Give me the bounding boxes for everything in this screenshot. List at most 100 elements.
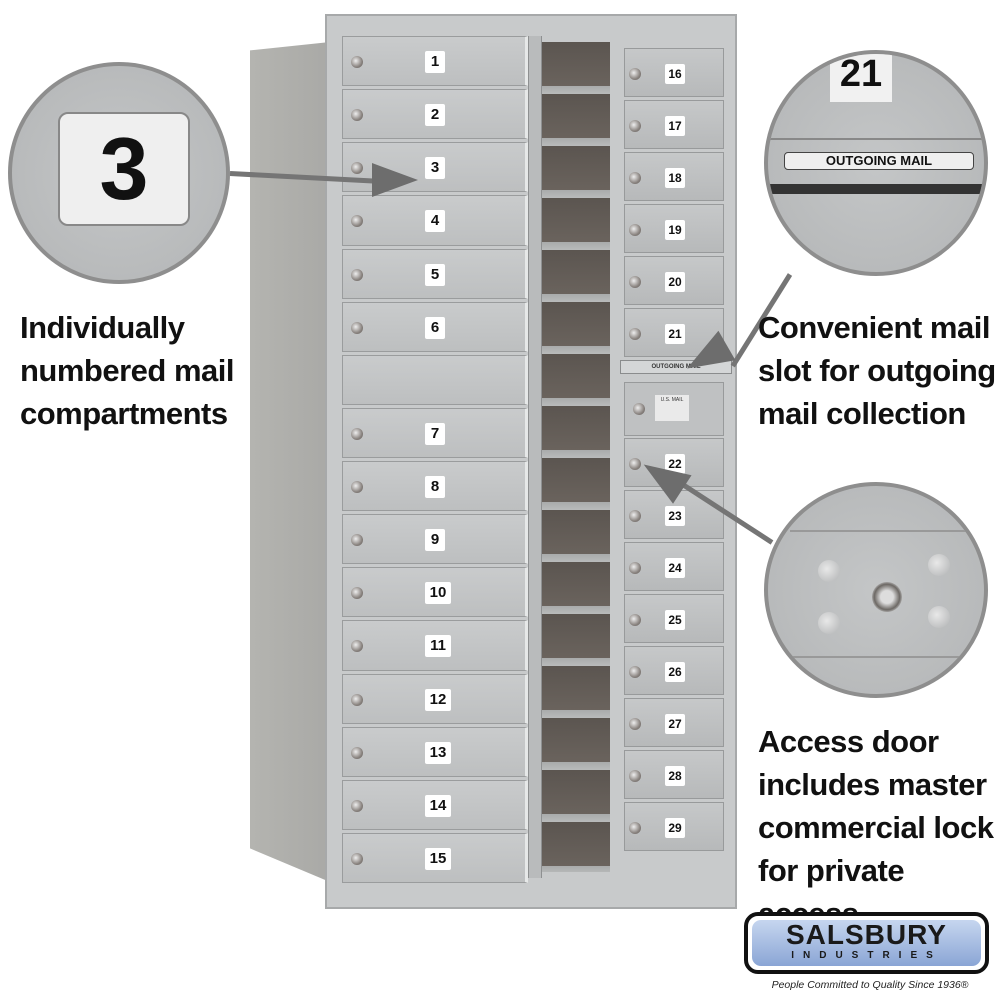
compartment-number: 3 bbox=[425, 157, 445, 180]
lock-icon[interactable] bbox=[351, 587, 363, 600]
callout-circle-numbered: 3 bbox=[8, 62, 230, 284]
caption-line: numbered mail bbox=[20, 353, 235, 388]
compartment-number: 15 bbox=[425, 847, 451, 870]
mail-compartment-door[interactable]: 8 bbox=[342, 461, 528, 512]
compartment-number: 14 bbox=[425, 794, 451, 817]
lock-icon[interactable] bbox=[629, 561, 641, 574]
lock-icon[interactable] bbox=[351, 852, 363, 865]
salsbury-logo: SALSBURY INDUSTRIES bbox=[744, 912, 989, 974]
rivet-icon bbox=[928, 606, 950, 628]
mail-compartment-door[interactable]: 27 bbox=[624, 698, 724, 747]
mail-compartment-door[interactable]: 17 bbox=[624, 100, 724, 149]
zoom-number-label: 21 bbox=[830, 54, 892, 102]
outgoing-mail-slot[interactable]: OUTGOING MAIL bbox=[620, 360, 732, 374]
lock-icon[interactable] bbox=[629, 119, 641, 132]
lock-icon[interactable] bbox=[351, 268, 363, 281]
mail-compartment-door[interactable]: 21 bbox=[624, 308, 724, 357]
brand-subname: INDUSTRIES bbox=[791, 950, 942, 961]
lock-icon[interactable] bbox=[629, 613, 641, 626]
caption-line: Convenient mail bbox=[758, 310, 990, 345]
mail-compartment-door[interactable]: 29 bbox=[624, 802, 724, 851]
mail-compartment-door[interactable]: 20 bbox=[624, 256, 724, 305]
lock-icon[interactable] bbox=[351, 109, 363, 122]
mail-compartment-door[interactable]: 18 bbox=[624, 152, 724, 201]
lock-icon[interactable] bbox=[629, 821, 641, 834]
mail-compartment-door[interactable]: 7 bbox=[342, 407, 528, 458]
mail-compartment-door[interactable]: 19 bbox=[624, 204, 724, 253]
compartment-number: 5 bbox=[425, 263, 445, 286]
mail-compartment-door[interactable]: 13 bbox=[342, 726, 528, 777]
caption-outgoing: Convenient mail slot for outgoing mail c… bbox=[758, 306, 996, 435]
mail-compartment-door[interactable]: 28 bbox=[624, 750, 724, 799]
caption-line: commercial lock bbox=[758, 810, 994, 845]
access-door-panel bbox=[790, 530, 984, 658]
compartment-number: 24 bbox=[665, 557, 685, 578]
mail-compartment-door[interactable]: 25 bbox=[624, 594, 724, 643]
compartment-number: 19 bbox=[665, 219, 685, 240]
mail-compartment-door[interactable]: 16 bbox=[624, 48, 724, 97]
compartment-number: 7 bbox=[425, 422, 445, 445]
compartment-number: 28 bbox=[665, 765, 685, 786]
compartment-number: 16 bbox=[665, 63, 685, 84]
lock-icon[interactable] bbox=[629, 665, 641, 678]
lock-icon[interactable] bbox=[629, 275, 641, 288]
lock-icon[interactable] bbox=[629, 769, 641, 782]
lock-icon[interactable] bbox=[351, 799, 363, 812]
lock-icon[interactable] bbox=[351, 321, 363, 334]
mail-slot bbox=[768, 184, 984, 194]
lock-icon[interactable] bbox=[351, 534, 363, 547]
brand-name: SALSBURY bbox=[786, 919, 947, 950]
lock-icon[interactable] bbox=[351, 693, 363, 706]
caption-line: compartments bbox=[20, 396, 228, 431]
callout-circle-outgoing: 21 OUTGOING MAIL bbox=[764, 50, 988, 276]
lock-icon[interactable] bbox=[629, 171, 641, 184]
mail-compartment-door[interactable]: 12 bbox=[342, 673, 528, 724]
mail-compartment-door[interactable]: 4 bbox=[342, 195, 528, 246]
lock-icon[interactable] bbox=[351, 640, 363, 653]
mail-compartment-door[interactable]: 3 bbox=[342, 142, 528, 193]
lock-icon[interactable] bbox=[629, 717, 641, 730]
access-door[interactable]: U.S. MAIL bbox=[624, 382, 724, 436]
open-interior-shelves bbox=[530, 42, 610, 872]
mail-compartment-door[interactable]: 24 bbox=[624, 542, 724, 591]
compartment-number: 13 bbox=[425, 741, 451, 764]
lock-icon[interactable] bbox=[351, 481, 363, 494]
mail-compartment-door[interactable]: 9 bbox=[342, 514, 528, 565]
master-lock-icon[interactable] bbox=[633, 403, 645, 415]
lock-icon[interactable] bbox=[351, 427, 363, 440]
caption-line: Access door bbox=[758, 724, 939, 759]
mail-compartment-door[interactable]: 15 bbox=[342, 832, 528, 883]
callout-circle-access bbox=[764, 482, 988, 698]
lock-icon[interactable] bbox=[351, 56, 363, 69]
compartment-number: 6 bbox=[425, 316, 445, 339]
lock-icon[interactable] bbox=[629, 509, 641, 522]
blank-panel bbox=[342, 354, 528, 405]
compartment-number: 20 bbox=[665, 271, 685, 292]
lock-icon[interactable] bbox=[629, 327, 641, 340]
mail-compartment-door[interactable]: 6 bbox=[342, 301, 528, 352]
mail-compartment-door[interactable]: 5 bbox=[342, 248, 528, 299]
lock-icon[interactable] bbox=[629, 457, 641, 470]
mail-compartment-door[interactable]: 10 bbox=[342, 567, 528, 618]
caption-line: Individually bbox=[20, 310, 185, 345]
lock-icon[interactable] bbox=[351, 215, 363, 228]
compartment-number: 23 bbox=[665, 505, 685, 526]
compartment-number: 17 bbox=[665, 115, 685, 136]
outgoing-mail-label: OUTGOING MAIL bbox=[784, 152, 974, 170]
rivet-icon bbox=[928, 554, 950, 576]
lock-icon[interactable] bbox=[351, 746, 363, 759]
lock-icon[interactable] bbox=[629, 223, 641, 236]
compartment-number: 9 bbox=[425, 529, 445, 552]
mail-compartment-door[interactable]: 14 bbox=[342, 779, 528, 830]
lock-icon[interactable] bbox=[629, 67, 641, 80]
lock-icon[interactable] bbox=[351, 162, 363, 175]
mail-compartment-door[interactable]: 26 bbox=[624, 646, 724, 695]
divider bbox=[768, 138, 984, 140]
mail-compartment-door[interactable]: 2 bbox=[342, 89, 528, 140]
mail-compartment-door[interactable]: 1 bbox=[342, 36, 528, 87]
rivet-icon bbox=[818, 612, 840, 634]
mail-compartment-door[interactable]: 11 bbox=[342, 620, 528, 671]
cabinet-side-panel bbox=[250, 42, 330, 882]
caption-access: Access door includes master commercial l… bbox=[758, 720, 1000, 935]
compartment-number: 27 bbox=[665, 713, 685, 734]
